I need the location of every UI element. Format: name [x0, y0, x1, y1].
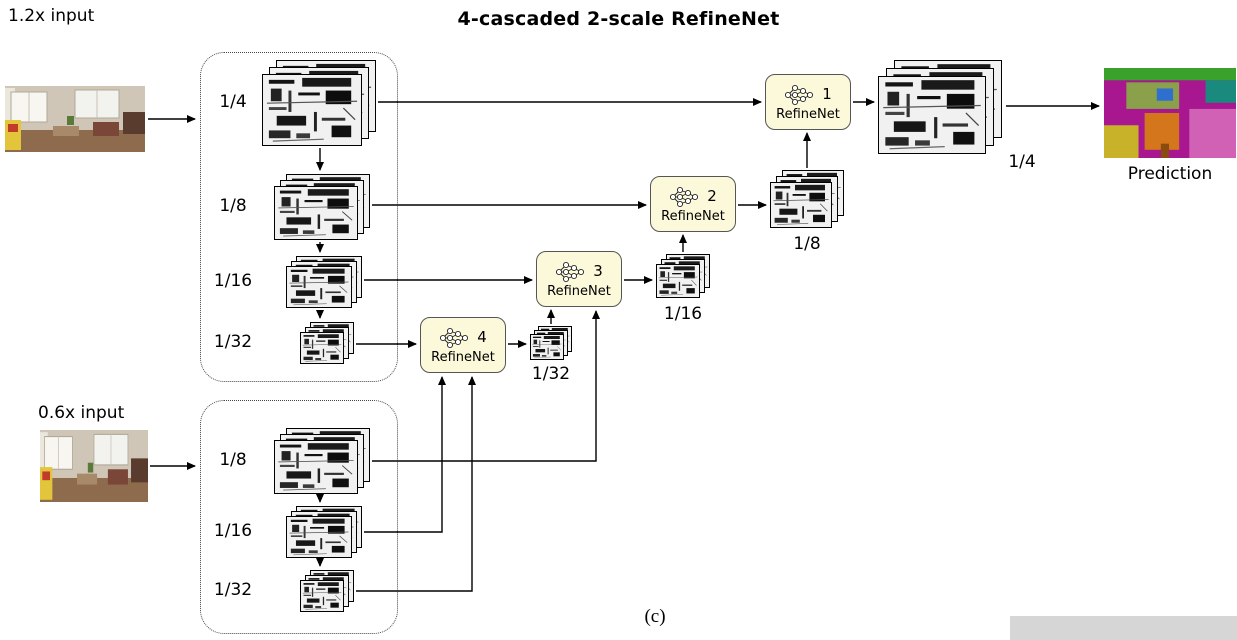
output-label-1-32: 1/32 [531, 364, 571, 384]
feature-map-layer [656, 264, 700, 298]
refinenet-block-2: 2 RefineNet [650, 176, 736, 232]
feature-map-layer [274, 440, 358, 494]
feature-map-layer [262, 74, 362, 146]
refinenet-number: 1 [822, 85, 832, 103]
refinenet-label: RefineNet [547, 283, 611, 299]
output-label-1-8: 1/8 [793, 234, 821, 254]
subfigure-caption: (c) [644, 606, 666, 627]
input-image-0.6x [40, 430, 148, 502]
feature-map-layer [300, 580, 344, 612]
feature-map-layer [300, 332, 344, 364]
refinenet-block-4: 4 RefineNet [420, 317, 506, 373]
feature-map-layer [286, 516, 352, 558]
output-label-1-16: 1/16 [663, 304, 703, 324]
prediction-label: Prediction [1127, 164, 1213, 184]
scale-label-bottom-1-8: 1/8 [219, 450, 247, 470]
refinenet-block-3: 3 RefineNet [536, 251, 622, 307]
refinenet-number: 4 [477, 328, 487, 346]
feature-map-layer [878, 76, 986, 154]
scale-label-bottom-1-16: 1/16 [213, 521, 253, 541]
refinenet-label: RefineNet [776, 106, 840, 122]
input-image-1.2x [5, 86, 145, 152]
scale-label-bottom-1-32: 1/32 [213, 580, 253, 600]
scale-label-top-1-4: 1/4 [219, 92, 247, 112]
gray-artifact [1010, 616, 1237, 640]
refinenet-number: 2 [707, 187, 717, 205]
figure-title: 4-cascaded 2-scale RefineNet [457, 8, 780, 30]
feature-map-layer [530, 334, 564, 360]
input-label-0.6x: 0.6x input [38, 403, 125, 423]
feature-map-layer [770, 182, 832, 228]
refinenet-block-1: 1 RefineNet [765, 74, 851, 130]
refinenet-label: RefineNet [431, 349, 495, 365]
network-icon [556, 261, 585, 282]
refinenet-number: 3 [593, 262, 603, 280]
input-label-1.2x: 1.2x input [8, 6, 95, 26]
prediction-image [1104, 68, 1236, 158]
refinenet-label: RefineNet [661, 208, 725, 224]
scale-label-top-1-32: 1/32 [213, 332, 253, 352]
network-icon [785, 84, 814, 105]
scale-label-top-1-16: 1/16 [213, 271, 253, 291]
network-icon [670, 186, 699, 207]
scale-label-top-1-8: 1/8 [219, 196, 247, 216]
output-label-1-4: 1/4 [1008, 152, 1036, 172]
feature-map-layer [274, 186, 358, 240]
feature-map-layer [286, 266, 352, 308]
network-icon [440, 327, 469, 348]
backbone-group-1.2x [200, 52, 398, 382]
